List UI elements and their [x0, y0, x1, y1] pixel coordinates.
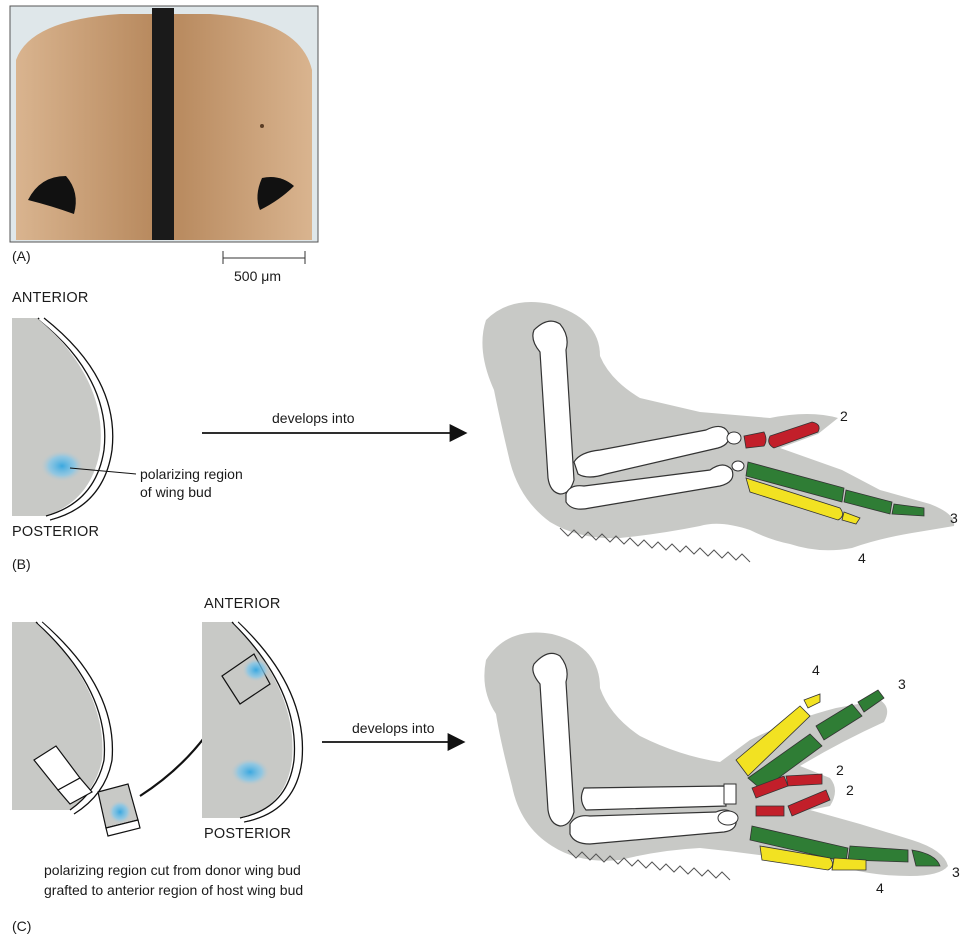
wing-normal: [482, 302, 954, 562]
digit-2-upper-label-c: 2: [836, 762, 844, 778]
panel-b-label: (B): [12, 556, 31, 572]
digit-2-label-b: 2: [840, 408, 848, 424]
digit-4-label-b: 4: [858, 550, 866, 566]
wing-bud-normal: [12, 318, 136, 520]
digit-2-lower-label-c: 2: [846, 782, 854, 798]
posterior-label-c: POSTERIOR: [204, 826, 291, 842]
embryo-photo: [10, 6, 318, 242]
wing-bud-host-cut: [12, 622, 112, 814]
polarizing-region: [40, 450, 84, 482]
scale-bar-label: 500 μm: [234, 268, 281, 284]
panel-c-label: (C): [12, 918, 31, 934]
wing-bud-grafted: [202, 622, 302, 822]
digit-3-label-b: 3: [950, 510, 958, 526]
digit-4-upper-label-c: 4: [812, 662, 820, 678]
anterior-label-c: ANTERIOR: [204, 596, 281, 612]
digit-3-upper-label-c: 3: [898, 676, 906, 692]
graft-caption-1: polarizing region cut from donor wing bu…: [44, 862, 301, 878]
posterior-label-b: POSTERIOR: [12, 524, 99, 540]
graft-caption-2: grafted to anterior region of host wing …: [44, 882, 303, 898]
excised-polarizing-region: [98, 784, 140, 836]
anterior-label-b: ANTERIOR: [12, 290, 89, 306]
polarizing-region-label-1: polarizing region: [140, 466, 243, 482]
digit-4-lower-label-c: 4: [876, 880, 884, 896]
scale-bar: [223, 251, 305, 264]
panel-a-label: (A): [12, 248, 31, 264]
digit-3-lower-label-c: 3: [952, 864, 960, 880]
polarizing-region-label-2: of wing bud: [140, 484, 212, 500]
polarizing-region-host: [230, 758, 270, 786]
develops-into-label-b: develops into: [272, 410, 355, 426]
wing-duplicated: [484, 632, 948, 880]
develops-into-label-c: develops into: [352, 720, 435, 736]
